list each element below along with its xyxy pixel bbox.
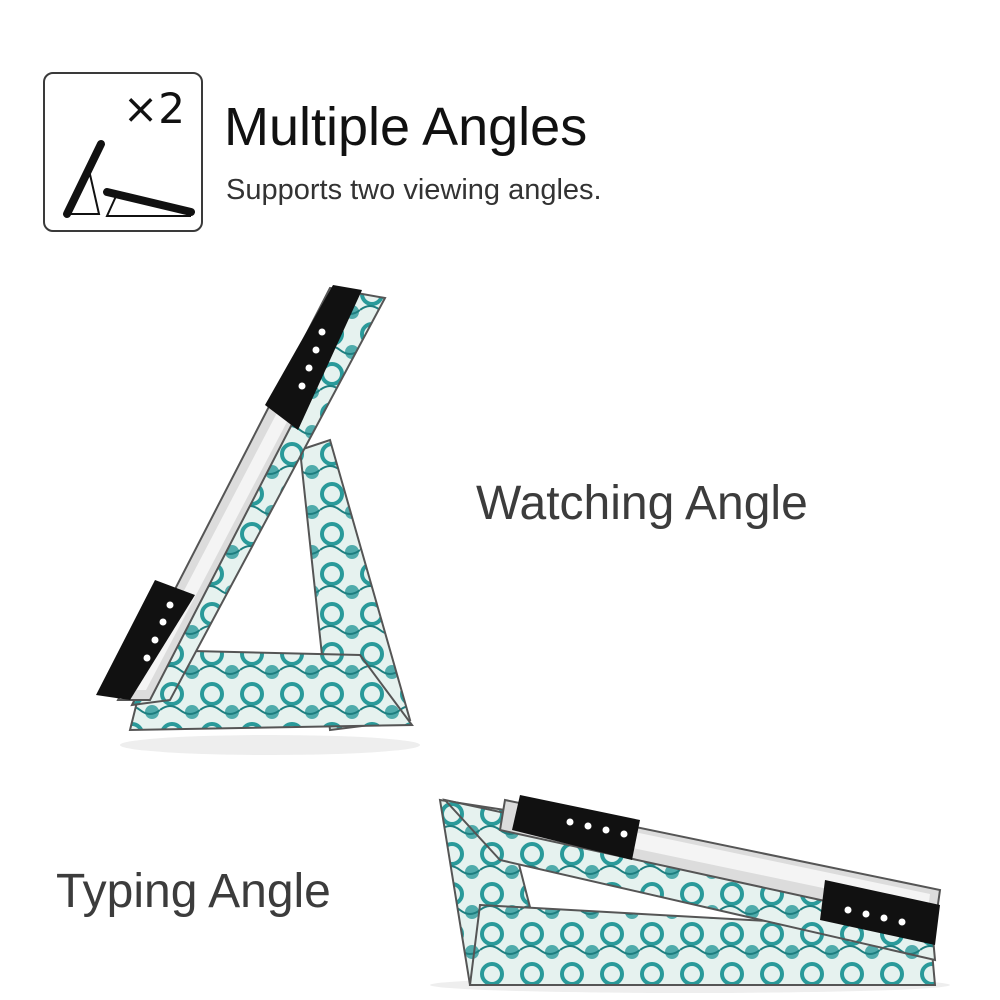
typing-angle-label: Typing Angle <box>56 865 331 918</box>
page-subtitle: Supports two viewing angles. <box>226 174 602 206</box>
page-title: Multiple Angles <box>224 97 588 157</box>
badge-multiplier: ×2 <box>123 84 185 133</box>
watching-angle-label: Watching Angle <box>476 477 808 530</box>
stand-angles-icon <box>63 140 195 218</box>
angles-badge: ×2 <box>43 72 203 232</box>
